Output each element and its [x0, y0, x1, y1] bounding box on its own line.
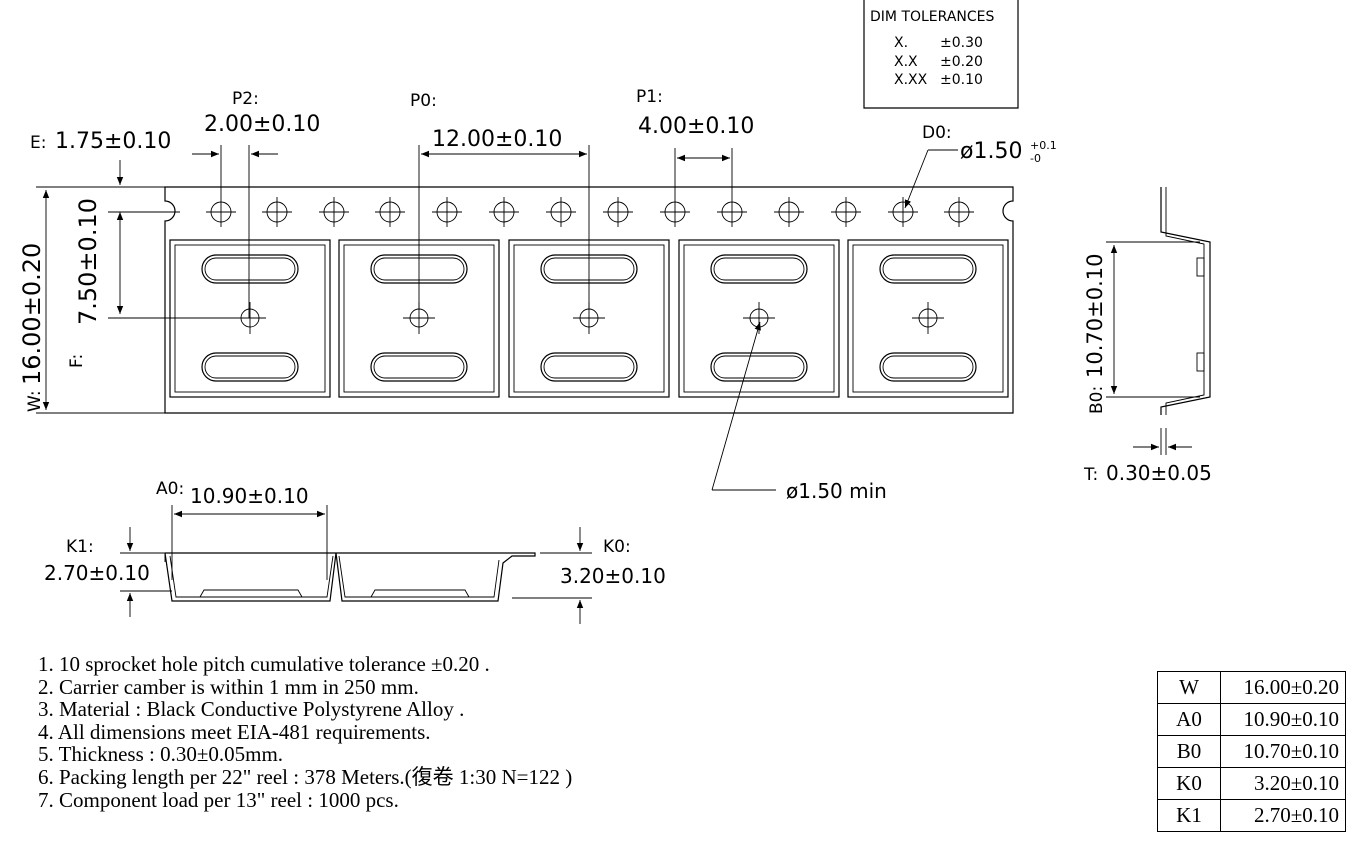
- k1-label: K1:: [66, 537, 94, 557]
- note-item: 2. Carrier camber is within 1 mm in 250 …: [38, 674, 419, 699]
- spec-value: 10.90±0.10: [1220, 703, 1346, 736]
- k1-value: 2.70±0.10: [44, 561, 150, 585]
- tolerance-value: ±0.20: [940, 54, 983, 70]
- spec-key: W: [1157, 671, 1221, 704]
- p1-dimension: P1: 4.00±0.10: [636, 87, 754, 197]
- d0-tol-minus: -0: [1030, 152, 1041, 165]
- tolerance-fmt: X.XX: [894, 72, 928, 88]
- p0-dimension: P0: 12.00±0.10: [410, 91, 590, 310]
- cross-section: [164, 552, 536, 602]
- p1-value: 4.00±0.10: [638, 114, 754, 139]
- table-row: W 16.00±0.20: [1157, 671, 1346, 704]
- k0-dimension: K0: 3.20±0.10: [512, 527, 666, 624]
- spec-value: 2.70±0.10: [1220, 799, 1346, 832]
- tolerance-fmt: X.: [894, 35, 908, 51]
- w-label: W:: [25, 390, 45, 412]
- w-dimension: 16.00±0.20 W:: [18, 186, 165, 414]
- spec-key: A0: [1157, 703, 1221, 736]
- d0-label: D0:: [922, 123, 952, 143]
- t-value: 0.30±0.05: [1106, 461, 1212, 485]
- f-label: F:: [67, 354, 87, 368]
- note-item: 6. Packing length per 22" reel : 378 Met…: [38, 764, 573, 789]
- tape-top-view: [164, 186, 1014, 414]
- p1-label: P1:: [636, 87, 663, 107]
- tolerance-fmt: X.X: [894, 54, 918, 70]
- side-profile: 10.70±0.10 B0: T: 0.30±0.05: [1083, 187, 1212, 485]
- e-value: 1.75±0.10: [55, 129, 171, 154]
- spec-key: B0: [1157, 735, 1221, 768]
- d0-callout: D0: ø1.50 +0.1 -0: [904, 123, 1057, 209]
- table-row: A0 10.90±0.10: [1157, 703, 1346, 736]
- spec-key: K0: [1157, 767, 1221, 800]
- e-dimension: E: 1.75±0.10: [30, 129, 240, 319]
- a0-label: A0:: [156, 479, 184, 499]
- note-item: 7. Component load per 13" reel : 1000 pc…: [38, 787, 399, 812]
- spec-key: K1: [1157, 799, 1221, 832]
- p0-value: 12.00±0.10: [432, 127, 562, 152]
- t-label: T:: [1083, 465, 1098, 485]
- spec-value: 3.20±0.10: [1220, 767, 1346, 800]
- hole-min-value: ø1.50 min: [786, 479, 887, 503]
- p2-dimension: P2: 2.00±0.10: [192, 89, 320, 318]
- note-item: 4. All dimensions meet EIA-481 requireme…: [38, 719, 431, 744]
- hole-min-callout: ø1.50 min: [711, 321, 887, 503]
- spec-table: W 16.00±0.20 A0 10.90±0.10 B0 10.70±0.10…: [1157, 671, 1346, 832]
- f-value: 7.50±0.10: [74, 198, 102, 325]
- b0-label: B0:: [1087, 386, 1107, 414]
- k1-dimension: K1: 2.70±0.10: [44, 527, 172, 617]
- p2-value: 2.00±0.10: [204, 112, 320, 137]
- d0-value: ø1.50: [960, 139, 1022, 164]
- p0-label: P0:: [410, 91, 437, 111]
- note-item: 1. 10 sprocket hole pitch cumulative tol…: [38, 652, 490, 676]
- notes-list: 1. 10 sprocket hole pitch cumulative tol…: [38, 653, 572, 811]
- sprocket-holes: [205, 196, 975, 228]
- b0-value: 10.70±0.10: [1083, 254, 1107, 378]
- note-item: 5. Thickness : 0.30±0.05mm.: [38, 742, 284, 767]
- tolerance-value: ±0.10: [940, 72, 983, 88]
- tolerance-title: DIM TOLERANCES: [870, 9, 994, 25]
- table-row: K0 3.20±0.10: [1157, 767, 1346, 800]
- spec-value: 16.00±0.20: [1220, 671, 1346, 704]
- a0-value: 10.90±0.10: [190, 484, 309, 508]
- tolerance-value: ±0.30: [940, 35, 983, 51]
- note-item: 3. Material : Black Conductive Polystyre…: [38, 697, 465, 722]
- tolerance-box: DIM TOLERANCES X. ±0.30 X.X ±0.20 X.XX ±…: [863, 0, 1019, 109]
- w-value: 16.00±0.20: [18, 243, 46, 385]
- d0-tol-plus: +0.1: [1030, 139, 1057, 152]
- spec-value: 10.70±0.10: [1220, 735, 1346, 768]
- k0-label: K0:: [603, 537, 631, 557]
- table-row: K1 2.70±0.10: [1157, 799, 1346, 832]
- table-row: B0 10.70±0.10: [1157, 735, 1346, 768]
- e-label: E:: [30, 133, 46, 153]
- p2-label: P2:: [232, 89, 259, 109]
- a0-dimension: A0: 10.90±0.10: [156, 479, 328, 580]
- k0-value: 3.20±0.10: [560, 564, 666, 588]
